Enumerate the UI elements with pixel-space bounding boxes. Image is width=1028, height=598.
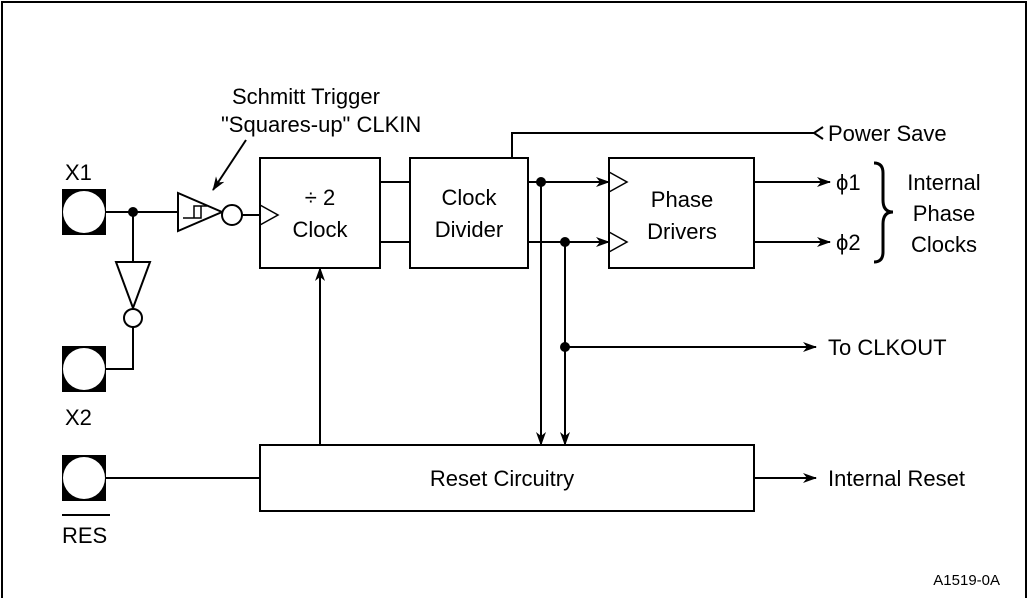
phase-drivers-label-line2: Drivers — [647, 219, 717, 244]
div2-clock-block — [259, 157, 381, 269]
pin-res-label: RES — [62, 523, 107, 548]
div2-clock-label-line1: ÷ 2 — [305, 185, 335, 210]
crystal-inverter — [114, 261, 152, 311]
pin-x2-label: X2 — [65, 405, 92, 430]
phase2-label: ϕ2 — [836, 230, 861, 255]
internal-phase-label-line1: Internal — [907, 170, 980, 195]
schmitt-label-line1: Schmitt Trigger — [232, 84, 380, 109]
schmitt-trigger-buffer — [177, 191, 225, 233]
internal-phase-label-line2: Phase — [913, 201, 975, 226]
clock-divider-label-line1: Clock — [441, 185, 497, 210]
schmitt-label-line2: "Squares-up" CLKIN — [221, 112, 421, 137]
clock-divider-block — [409, 157, 529, 269]
internal-reset-label: Internal Reset — [828, 466, 965, 491]
inverter-bubble — [123, 308, 143, 328]
hysteresis-symbol — [183, 205, 207, 219]
div2-clock-label-line2: Clock — [292, 217, 348, 242]
phase-drivers-input-triangle-1 — [608, 171, 629, 193]
internal-phase-label-line3: Clocks — [911, 232, 977, 257]
div2-clock-input-triangle — [259, 204, 280, 226]
x2-wire — [106, 327, 134, 370]
phase-drivers-block — [608, 157, 755, 269]
clock-divider-label-line2: Divider — [435, 217, 503, 242]
schmitt-bubble — [221, 204, 243, 226]
power-save-arrowhead — [812, 126, 824, 140]
phase-drivers-label-line1: Phase — [651, 187, 713, 212]
phase-drivers-input-triangle-2 — [608, 231, 629, 253]
internal-phase-brace — [873, 161, 894, 264]
figure-id-label: A1519-0A — [933, 572, 1000, 589]
to-clkout-label: To CLKOUT — [828, 335, 947, 360]
schmitt-callout-arrow — [212, 139, 247, 191]
pin-x2-pad — [62, 346, 106, 392]
pin-x1-label: X1 — [65, 160, 92, 185]
power-save-label: Power Save — [828, 121, 947, 146]
phase1-label: ϕ1 — [836, 170, 861, 195]
pin-res-pad — [62, 455, 106, 501]
reset-circuitry-label: Reset Circuitry — [430, 466, 574, 491]
power-save-wire — [511, 132, 815, 158]
pin-x1-pad — [62, 189, 106, 235]
